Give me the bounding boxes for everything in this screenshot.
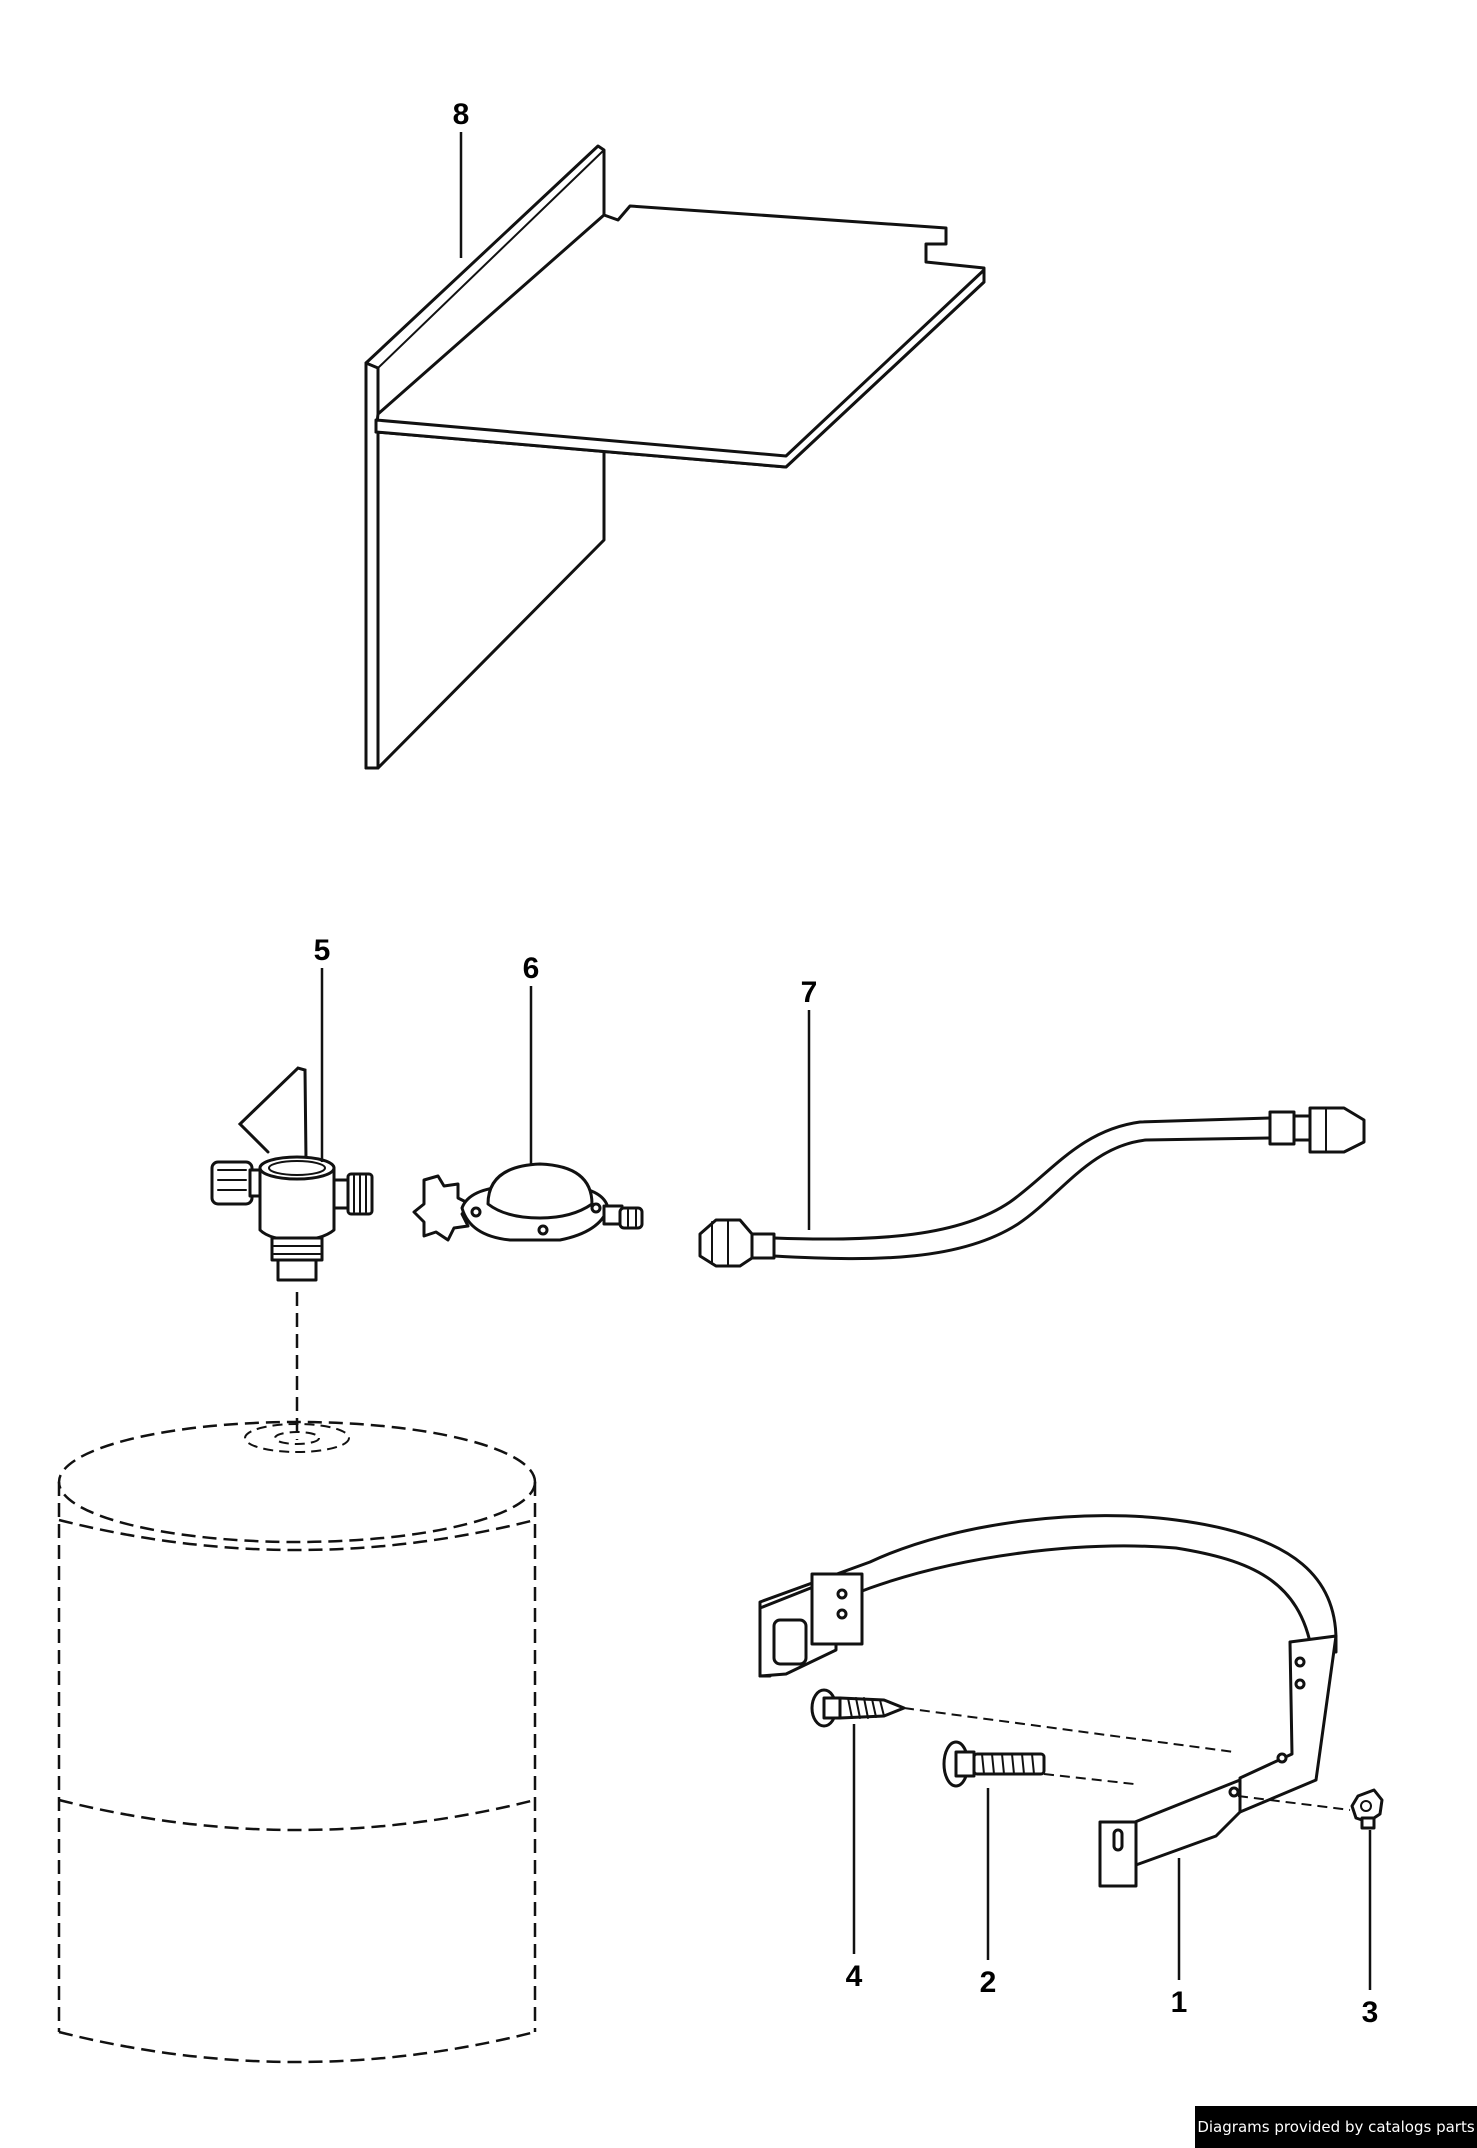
callout-1: 1: [1171, 1986, 1188, 2019]
callout-8: 8: [453, 98, 470, 131]
callout-5: 5: [314, 934, 331, 967]
callout-7: 7: [801, 976, 818, 1009]
part-4-wood-screw: [810, 1688, 1235, 1753]
callout-4: 4: [846, 1960, 863, 1993]
callout-2: 2: [980, 1966, 997, 1999]
leader-lines: [320, 132, 1372, 1990]
gas-cylinder-phantom: [57, 1292, 537, 2064]
part-7-hose: [698, 1106, 1366, 1268]
part-5-valve: [210, 1066, 374, 1282]
part-3-nut: [1237, 1788, 1384, 1830]
part-8-shelf-bracket: [364, 144, 986, 770]
part-1-strap: [758, 1514, 1338, 1888]
callout-6: 6: [523, 952, 540, 985]
callout-labels: 8 5 6 7 4 2 1 3: [314, 98, 1379, 2029]
part-6-regulator: [412, 1162, 644, 1242]
credit-badge: Diagrams provided by catalogs parts: [1195, 2106, 1477, 2148]
part-2-machine-screw: [942, 1740, 1135, 1788]
callout-3: 3: [1362, 1996, 1379, 2029]
